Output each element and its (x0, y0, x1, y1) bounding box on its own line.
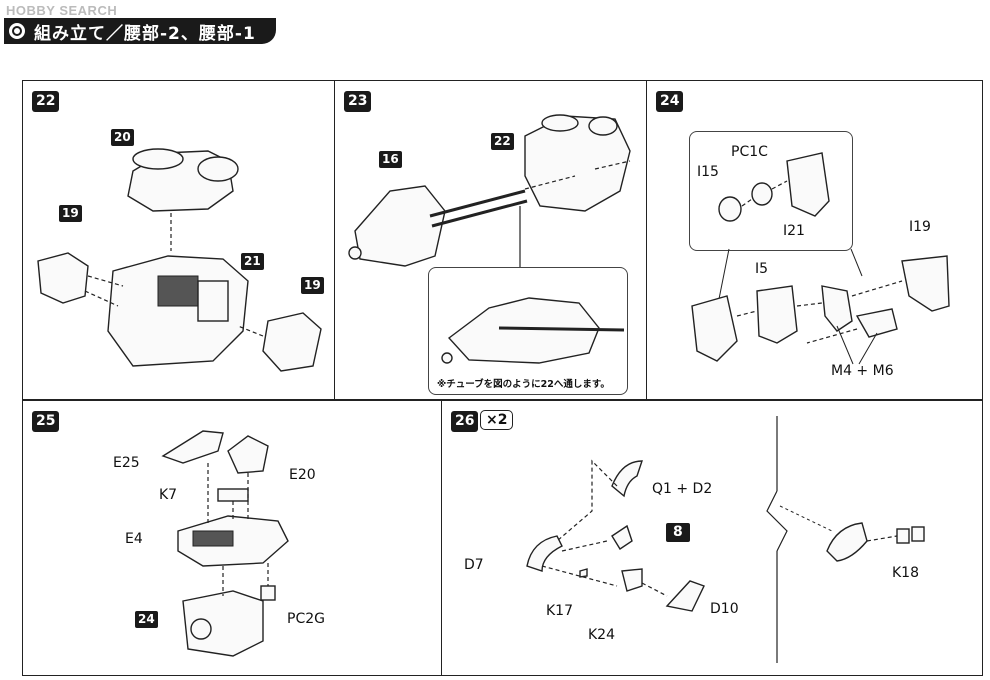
label-i15: I15 (697, 164, 719, 180)
part-number-8: 8 (666, 523, 690, 542)
label-k7: K7 (159, 487, 178, 503)
label-e20: E20 (289, 467, 316, 483)
step-number: 26 (451, 411, 479, 432)
label-d10: D10 (710, 601, 739, 617)
part-number-21: 21 (241, 253, 264, 270)
part-number-24: 24 (135, 611, 158, 628)
label-k18: K18 (892, 565, 919, 581)
step-number: 25 (32, 411, 60, 432)
step-23-panel: 23 16 22 ※チューブを図のように22へ通します。 (334, 80, 647, 400)
label-q1-d2: Q1 + D2 (652, 481, 713, 497)
step-24-diagram (691, 152, 950, 365)
label-i19: I19 (909, 219, 931, 235)
step-25-panel: 25 E25 E20 K7 E4 PC2G 24 (22, 400, 442, 676)
tube-routing-note: ※チューブを図のように22へ通します。 (437, 379, 610, 390)
label-k24: K24 (588, 627, 615, 643)
step-25-diagram (161, 430, 289, 657)
part-number-22: 22 (491, 133, 514, 150)
step-24-panel: 24 PC1C I15 I21 I19 I5 M4 + M6 (646, 80, 983, 400)
label-e4: E4 (125, 531, 143, 547)
label-d7: D7 (464, 557, 484, 573)
label-e25: E25 (113, 455, 140, 471)
label-i5: I5 (755, 261, 769, 277)
step-22-panel: 22 20 21 19 19 (22, 80, 335, 400)
tube-detail-diagram (441, 297, 625, 364)
label-i21: I21 (783, 223, 805, 239)
step-number: 23 (344, 91, 372, 112)
step-number: 22 (32, 91, 60, 112)
label-k17: K17 (546, 603, 573, 619)
tube-detail-inset (428, 267, 628, 395)
step-22-diagram (37, 148, 322, 372)
part-number-16: 16 (379, 151, 402, 168)
step-number: 24 (656, 91, 684, 112)
quantity-multiplier: ×2 (480, 410, 514, 430)
part-number-19-left: 19 (59, 205, 82, 222)
part-number-20: 20 (111, 129, 134, 146)
page-title: 組み立て／腰部-2、腰部-1 (34, 23, 256, 44)
step-23-diagram (348, 114, 631, 267)
gear-icon (7, 21, 27, 41)
label-pc1c: PC1C (731, 144, 768, 160)
step-26-diagram (526, 416, 925, 663)
section-title-bar: 組み立て／腰部-2、腰部-1 (4, 18, 276, 44)
label-m4-m6: M4 + M6 (831, 363, 894, 379)
label-pc2g: PC2G (287, 611, 325, 627)
step-26-panel: 26 ×2 Q1 + D2 D7 K17 K24 D10 K18 8 (441, 400, 983, 676)
part-number-19-right: 19 (301, 277, 324, 294)
watermark: HOBBY SEARCH (6, 3, 118, 18)
